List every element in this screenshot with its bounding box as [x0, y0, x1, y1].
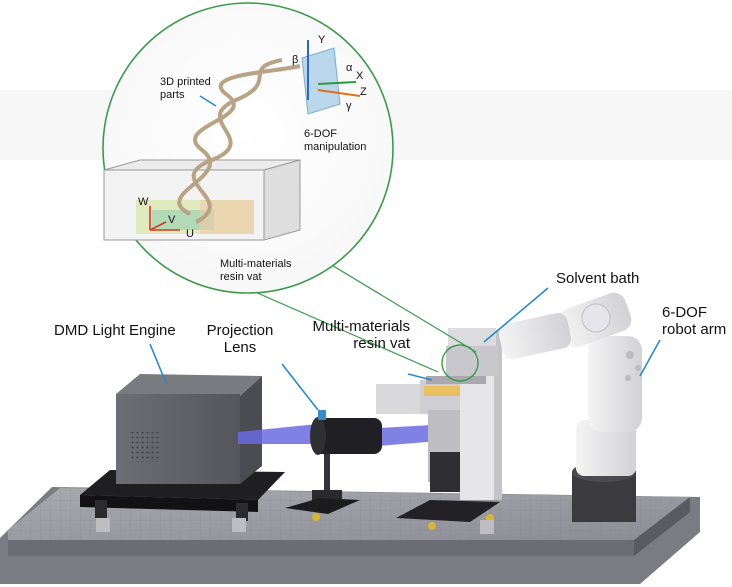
- axis-beta-label: β: [292, 54, 299, 66]
- table-feet: [96, 518, 494, 534]
- manipulation-frame: [301, 40, 361, 115]
- robot-arm: [498, 292, 642, 522]
- pointer-arrows: [149, 95, 661, 411]
- dmd-label: DMD Light Engine: [54, 322, 176, 339]
- projection-lens: [285, 410, 382, 521]
- axis-alpha-label: α: [346, 62, 353, 74]
- vat-stage: [376, 328, 502, 530]
- axis-y-label: Y: [318, 34, 326, 46]
- dmd-light-engine: [80, 374, 285, 521]
- axis-gamma-label: γ: [346, 100, 352, 112]
- axis-z-label: Z: [360, 86, 367, 98]
- callout-resin-vat: [103, 159, 301, 241]
- vat-axis-w-label: W: [138, 196, 149, 208]
- dna-helix: [177, 58, 301, 224]
- vat-axis-u-label: U: [186, 228, 194, 240]
- vat-axes: [149, 206, 180, 231]
- vat-axis-v-label: V: [168, 214, 176, 226]
- axis-x-label: X: [356, 70, 364, 82]
- solvent-bath-label: Solvent bath: [556, 270, 640, 287]
